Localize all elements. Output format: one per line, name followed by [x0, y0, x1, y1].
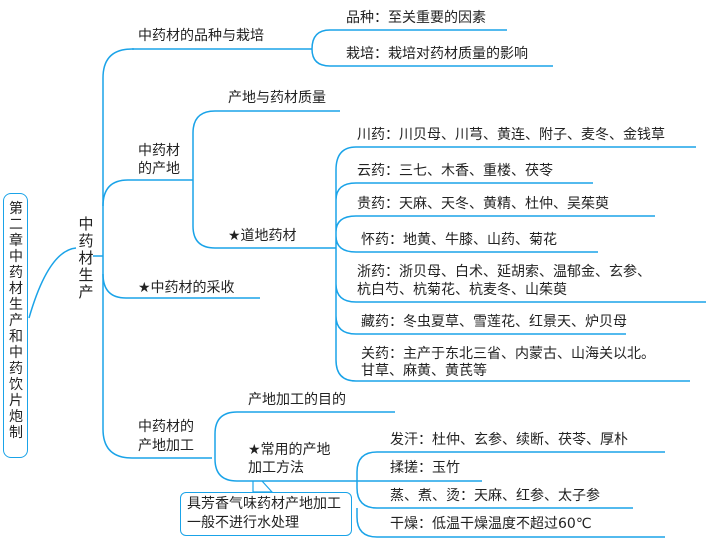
- branch-harvest-line: [102, 273, 260, 299]
- origin-split: [192, 110, 340, 249]
- method-item: 发汗：杜仲、玄参、续断、茯苓、厚朴: [390, 432, 628, 448]
- variety-split: [311, 29, 553, 67]
- daodi-item: 杭白芍、杭菊花、杭麦冬、山茱萸: [357, 282, 567, 298]
- method-item: 揉搓：玉竹: [390, 460, 460, 476]
- center-title: 中药材生产: [78, 215, 94, 301]
- root-node: [3, 193, 28, 458]
- daodi-label: ★道地药材: [228, 228, 297, 244]
- method-item: 干燥：低温干燥温度不超过60℃: [390, 516, 592, 532]
- methods-l1: ★常用的产地: [248, 442, 331, 458]
- methods-l2: 加工方法: [248, 460, 304, 476]
- daodi-spine: [335, 146, 706, 382]
- processing-purpose: 产地加工的目的: [248, 392, 346, 408]
- branch-processing-l1: 中药材的: [138, 419, 194, 435]
- daodi-item: 川药：川贝母、川芎、黄连、附子、麦冬、金钱草: [357, 127, 665, 143]
- origin-quality: 产地与药材质量: [228, 90, 326, 106]
- branch-variety: 中药材的品种与栽培: [138, 28, 264, 44]
- daodi-item: 甘草、麻黄、黄芪等: [361, 363, 487, 379]
- root-connector: [28, 247, 77, 319]
- daodi-item: 怀药：地黄、牛膝、山药、菊花: [361, 232, 557, 248]
- processing-note: 具芳香气味药材产地加工一般不进行水处理: [180, 492, 352, 536]
- daodi-item: 贵药：天麻、天冬、黄精、杜仲、吴茱萸: [357, 196, 609, 212]
- branch-origin-line: [102, 179, 193, 207]
- variety-item: 栽培：栽培对药材质量的影响: [346, 46, 528, 62]
- method-item: 蒸、煮、烫：天麻、红参、太子参: [390, 488, 600, 504]
- root-title: 第二章 中药材生产和中药饮片炮制: [9, 201, 37, 441]
- branch-origin-l1: 中药材: [138, 143, 180, 159]
- daodi-item: 云药：三七、木香、重楼、茯苓: [357, 163, 553, 179]
- methods-spine: [356, 451, 665, 538]
- branch-origin-l2: 的产地: [138, 161, 180, 177]
- daodi-item: 藏药：冬虫夏草、雪莲花、红景天、炉贝母: [361, 314, 627, 330]
- branch-processing-l2: 产地加工: [138, 438, 194, 454]
- main-spine: [102, 48, 212, 459]
- branch-harvest: ★中药材的采收: [138, 280, 235, 296]
- variety-item: 品种：至关重要的因素: [346, 10, 486, 26]
- processing-split: [214, 411, 482, 482]
- daodi-item: 关药：主产于东北三省、内蒙古、山海关以北。: [361, 346, 655, 362]
- daodi-item: 浙药：浙贝母、白术、延胡索、温郁金、玄参、: [357, 264, 651, 280]
